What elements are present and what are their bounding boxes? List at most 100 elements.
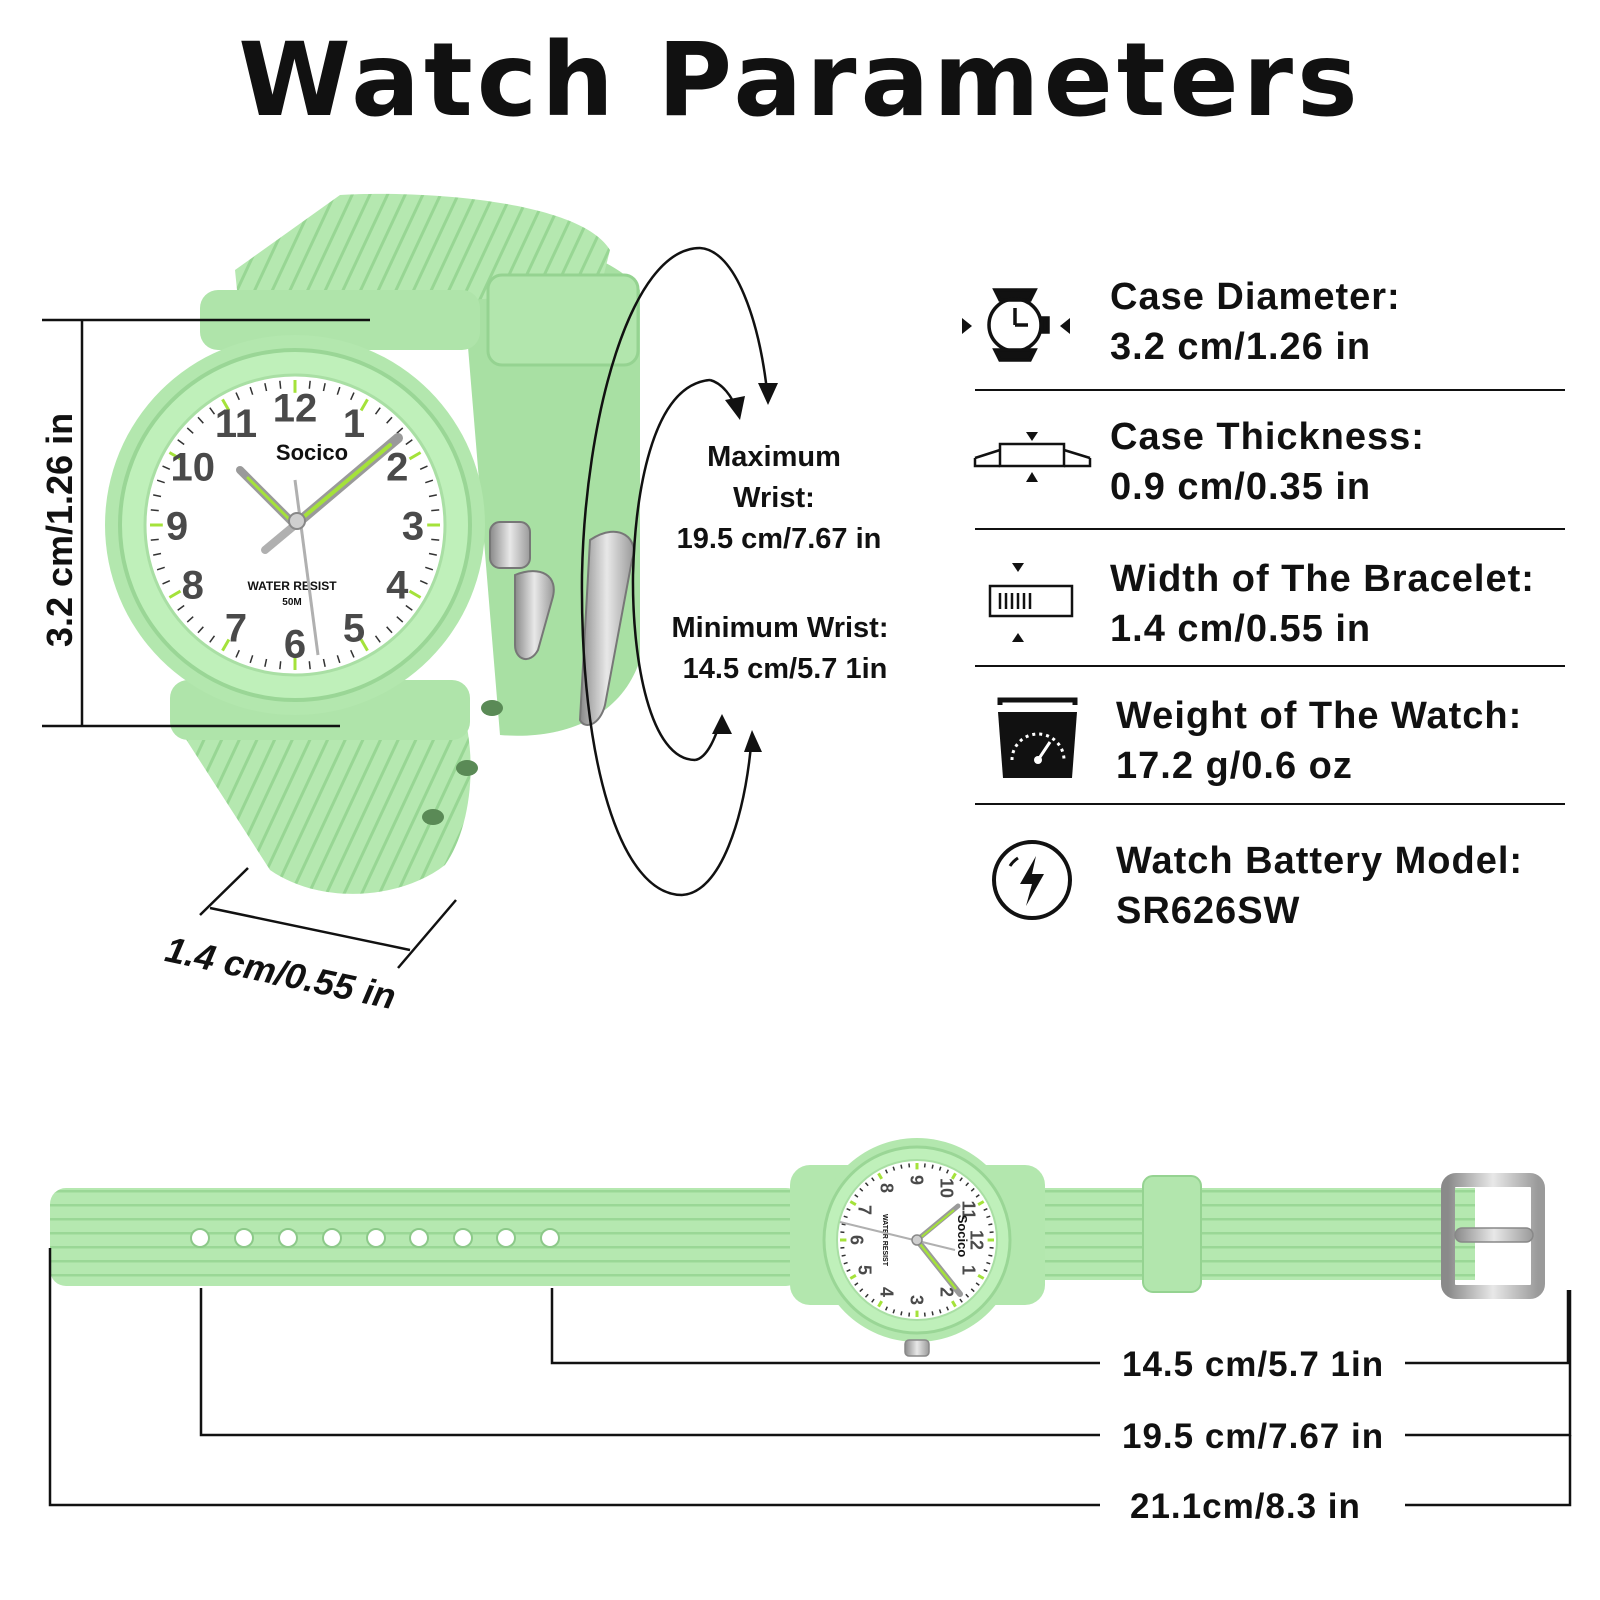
dial-tick <box>859 1187 864 1192</box>
dial-numeral: 5 <box>855 1265 875 1275</box>
strap-width-label: 1.4 cm/0.55 in <box>162 928 400 1017</box>
spec-value-battery: SR626SW <box>1116 890 1301 932</box>
dial-numeral: 5 <box>343 607 365 651</box>
dial-tick <box>931 1164 934 1169</box>
hand-tail <box>261 521 299 554</box>
watch-case-icon <box>962 288 1070 362</box>
case-height-label: 3.2 cm/1.26 in <box>39 413 80 647</box>
dial-tick <box>983 1269 988 1273</box>
strap-length-total-label: 21.1cm/8.3 in <box>1118 1489 1373 1524</box>
dial-tick <box>849 1274 857 1280</box>
dial-numeral: 7 <box>855 1205 875 1215</box>
dial-tick <box>350 392 355 401</box>
dial-numeral: 10 <box>171 445 216 489</box>
minute-hand-lume <box>246 476 294 524</box>
dial-tick <box>156 479 165 484</box>
dial-numeral: 2 <box>386 445 408 489</box>
dial-text-water-resist: WATER RESIST <box>247 579 337 593</box>
dial-tick <box>871 1177 875 1182</box>
dial-tick <box>846 1207 851 1211</box>
case-height-dimension: 3.2 cm/1.26 in <box>39 318 370 728</box>
dial-numeral: 8 <box>182 563 204 607</box>
max-wrist-value: 19.5 cm/7.67 in <box>677 523 882 555</box>
spec-title-bracelet-width: Width of The Bracelet: <box>1110 558 1535 600</box>
spec-divider <box>975 528 1565 530</box>
dial-tick <box>168 589 182 599</box>
dial-tick <box>431 538 440 541</box>
dial-tick <box>386 416 393 424</box>
dial-tick <box>150 509 159 512</box>
dial-tick <box>946 1169 950 1174</box>
dial-tick <box>249 655 254 664</box>
spec-title-weight: Weight of The Watch: <box>1116 695 1523 737</box>
spec-divider <box>975 665 1565 667</box>
dial-tick <box>843 1215 848 1219</box>
dial-numeral: 12 <box>967 1230 987 1250</box>
flat-brand-logo: Socico <box>955 1215 970 1258</box>
dial-tick <box>264 658 268 667</box>
dial-tick <box>938 1166 942 1171</box>
dial-tick <box>959 1298 963 1303</box>
dial-tick <box>877 1172 883 1180</box>
dial-numeral: 3 <box>402 504 424 548</box>
dial-tick <box>965 1182 970 1187</box>
spec-divider <box>975 389 1565 391</box>
brand-logo: Socico <box>276 440 348 465</box>
dial-tick <box>235 392 240 401</box>
dial-tick <box>162 465 171 470</box>
dial-tick <box>308 380 311 389</box>
dial-tick <box>428 552 437 556</box>
length-line-total <box>48 1248 1100 1507</box>
dial-tick <box>359 638 369 652</box>
dial-tick <box>279 661 282 670</box>
dial-numeral: 2 <box>937 1287 957 1297</box>
flat-buckle-pin <box>1454 1227 1534 1243</box>
dial-tick <box>162 580 171 585</box>
dial-tick <box>322 383 326 392</box>
strap-width-dimension: 1.4 cm/0.55 in <box>162 867 457 1017</box>
dial-tick <box>425 479 434 484</box>
spec-divider <box>975 803 1565 805</box>
dial-tick <box>150 538 159 541</box>
dial-tick <box>871 1298 875 1303</box>
arrow-icon <box>758 383 778 405</box>
dial-tick <box>209 635 216 643</box>
buckle <box>578 530 635 726</box>
dial-tick <box>877 1300 883 1308</box>
dial-tick <box>279 380 282 389</box>
dial-tick <box>892 1166 896 1171</box>
dial-numeral: 1 <box>343 402 365 446</box>
dial-tick <box>186 616 194 623</box>
dial-numeral: 4 <box>386 563 409 607</box>
case-thickness-icon <box>973 432 1092 482</box>
strap-hole <box>322 1228 342 1248</box>
dial-ticks <box>150 380 440 670</box>
dial-tick <box>900 1164 903 1169</box>
dial-tick <box>975 1194 980 1198</box>
spec-title-case-diameter: Case Diameter: <box>1110 276 1401 318</box>
dial-tick <box>970 1187 975 1192</box>
min-wrist-label: Minimum Wrist: <box>672 612 889 644</box>
max-wrist-arc-bottom <box>681 734 754 897</box>
dial-tick <box>168 451 182 461</box>
dial-tick <box>884 1169 888 1174</box>
dial-numeral: 4 <box>877 1287 897 1297</box>
dial-tick <box>408 589 422 599</box>
strap-keeper-flat <box>1142 1175 1202 1293</box>
dial-tick <box>374 635 381 643</box>
dial-tick <box>386 626 393 634</box>
max-wrist-arc-top <box>699 246 770 401</box>
buckle-tongue <box>514 570 555 660</box>
strap-keeper <box>486 273 640 367</box>
flat-buckle <box>1441 1173 1545 1299</box>
bracelet-width-icon <box>988 563 1074 642</box>
dial-tick <box>153 552 162 556</box>
dial-tick <box>405 604 413 611</box>
spec-value-case-thickness: 0.9 cm/0.35 in <box>1110 466 1372 508</box>
flat-center-pin <box>911 1234 923 1246</box>
strap-hole <box>234 1228 254 1248</box>
